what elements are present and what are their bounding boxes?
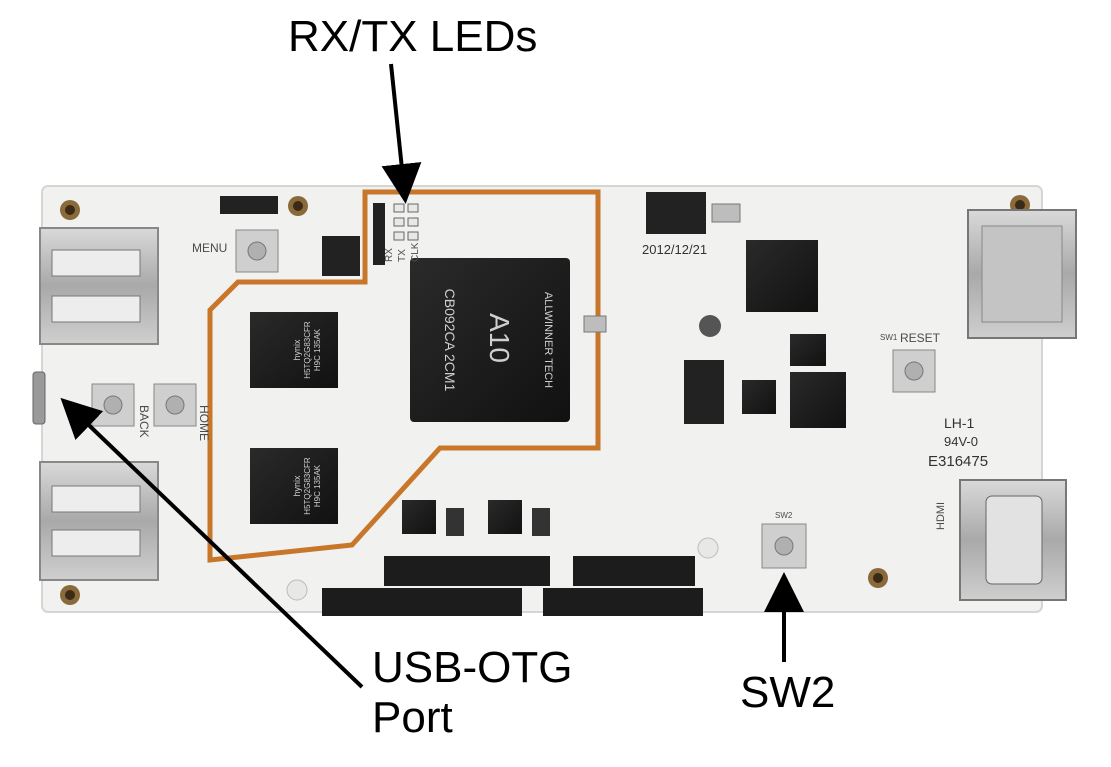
silk-lh: LH-1 — [944, 415, 975, 431]
callout-otg-line1: USB-OTG — [372, 643, 573, 692]
ram-maker: hynix — [292, 475, 302, 497]
home-button — [153, 383, 197, 427]
silk-rating: 94V-0 — [944, 434, 978, 449]
arrow-otg — [60, 397, 364, 689]
callout-usb-otg-port: USB-OTG Port — [372, 643, 572, 743]
ram-part: H5TQ2G83CFR — [303, 457, 312, 515]
silk-tx: TX — [397, 249, 408, 262]
silk-hdmi: HDMI — [935, 502, 947, 530]
arrow-rxtx — [381, 63, 422, 204]
other-ics — [402, 203, 846, 536]
rx-tx-leds — [393, 203, 419, 241]
jumper-headers — [220, 192, 724, 424]
soc-chip: A10 ALLWINNER TECH CB092CA 2CM1 — [410, 258, 570, 422]
soc-lot: CB092CA 2CM1 — [442, 289, 458, 392]
silk-home: HOME — [197, 405, 211, 441]
ram-part: H5TQ2G83CFR — [303, 321, 312, 379]
silk-clk: CLK — [410, 242, 421, 262]
soc-brand: ALLWINNER TECH — [542, 292, 554, 388]
silk-sw2: SW2 — [775, 511, 793, 520]
hdmi-port — [959, 479, 1067, 601]
usb-port-top — [39, 227, 159, 345]
ram-chip-top: hynix H5TQ2G83CFR H9C 135AK — [250, 312, 338, 388]
callout-rx-tx-text: RX/TX LEDs — [288, 12, 538, 61]
back-button — [91, 383, 135, 427]
silk-reset: RESET — [900, 331, 941, 345]
menu-button — [235, 229, 279, 273]
soc-model: A10 — [484, 313, 515, 363]
silk-back: BACK — [137, 405, 151, 438]
callout-sw2-text: SW2 — [740, 668, 836, 717]
ram-maker: hynix — [292, 339, 302, 361]
mounting-holes — [60, 195, 1030, 605]
gpio-headers — [322, 556, 703, 616]
sw2-button — [761, 523, 807, 569]
callout-otg-line2: Port — [372, 693, 453, 742]
ram-chip-bottom: hynix H5TQ2G83CFR H9C 135AK — [250, 448, 338, 524]
silk-date: 2012/12/21 — [642, 242, 707, 257]
silk-rx: RX — [384, 248, 395, 262]
reset-button — [892, 349, 936, 393]
usb-port-bottom — [39, 461, 159, 581]
callout-rx-tx-leds: RX/TX LEDs — [288, 12, 537, 62]
ram-grade: H9C 135AK — [313, 464, 322, 507]
silk-sw1: SW1 — [880, 333, 898, 342]
silk-cert: E316475 — [928, 453, 988, 470]
usb-otg-port — [32, 371, 46, 425]
callout-sw2: SW2 — [740, 668, 835, 718]
ram-grade: H9C 135AK — [313, 328, 322, 371]
sd-card-slot — [967, 209, 1077, 339]
silk-menu: MENU — [192, 241, 227, 255]
